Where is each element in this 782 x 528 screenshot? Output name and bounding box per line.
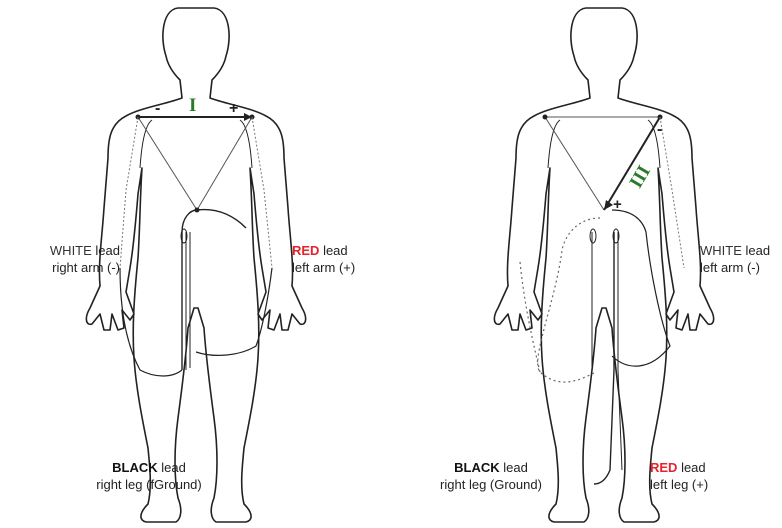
black-word-2: BLACK bbox=[454, 460, 500, 475]
white-lead-rest-2: lead bbox=[742, 243, 770, 258]
white-lead-label-left: WHITE lead right arm (-) bbox=[12, 242, 120, 276]
red-lead-sub: left arm (+) bbox=[292, 259, 355, 276]
black-lead-rest-2: lead bbox=[500, 460, 528, 475]
right-body-outline bbox=[494, 8, 713, 522]
red-lead-label-left: RED lead left arm (+) bbox=[292, 242, 355, 276]
white-lead-label-right: WHITE lead left arm (-) bbox=[700, 242, 770, 276]
triangle-side-left-2 bbox=[545, 117, 604, 210]
red-word-2: RED bbox=[650, 460, 677, 475]
left-leg-junction bbox=[195, 208, 200, 213]
red-word: RED bbox=[292, 243, 319, 258]
white-lead-wire bbox=[120, 117, 138, 268]
black-lead-sub: right leg (fGround) bbox=[84, 476, 214, 493]
left-minus-sign: - bbox=[155, 100, 160, 117]
red-lead-sub-2: left leg (+) bbox=[650, 476, 708, 493]
white-lead-sub: right arm (-) bbox=[12, 259, 120, 276]
red-lead-label-right: RED lead left leg (+) bbox=[650, 459, 708, 493]
cable-loop-left bbox=[120, 268, 182, 376]
lead-i-label: I bbox=[189, 95, 196, 116]
right-figure bbox=[494, 8, 713, 522]
cable-to-ankle bbox=[594, 232, 614, 484]
triangle-side-left bbox=[138, 117, 197, 210]
black-lead-sub-2: right leg (Ground) bbox=[424, 476, 558, 493]
cable-plug-2 bbox=[590, 229, 596, 243]
cable-loop-right bbox=[197, 210, 246, 228]
right-arm-electrode-2 bbox=[543, 115, 548, 120]
cable-to-left-ankle bbox=[618, 232, 622, 470]
black-lead-label-right: BLACK lead right leg (Ground) bbox=[424, 459, 558, 493]
left-plus-sign: + bbox=[229, 100, 238, 117]
triangle-side-right bbox=[197, 117, 252, 210]
white-lead-sub-2: left arm (-) bbox=[700, 259, 770, 276]
black-word: BLACK bbox=[112, 460, 158, 475]
red-lead-rest: lead bbox=[319, 243, 347, 258]
red-lead-wire bbox=[252, 117, 272, 268]
white-word-2: WHITE bbox=[700, 243, 742, 258]
white-word: WHITE bbox=[50, 243, 92, 258]
cable-loop-lower bbox=[196, 268, 272, 355]
white-lead-rest: lead bbox=[92, 243, 120, 258]
black-lead-rest: lead bbox=[158, 460, 186, 475]
black-lead-label-left: BLACK lead right leg (fGround) bbox=[84, 459, 214, 493]
red-lead-rest-2: lead bbox=[677, 460, 705, 475]
right-plus-sign: + bbox=[613, 196, 622, 213]
white-lead-wire-2 bbox=[660, 117, 684, 268]
right-minus-sign: - bbox=[657, 121, 662, 138]
